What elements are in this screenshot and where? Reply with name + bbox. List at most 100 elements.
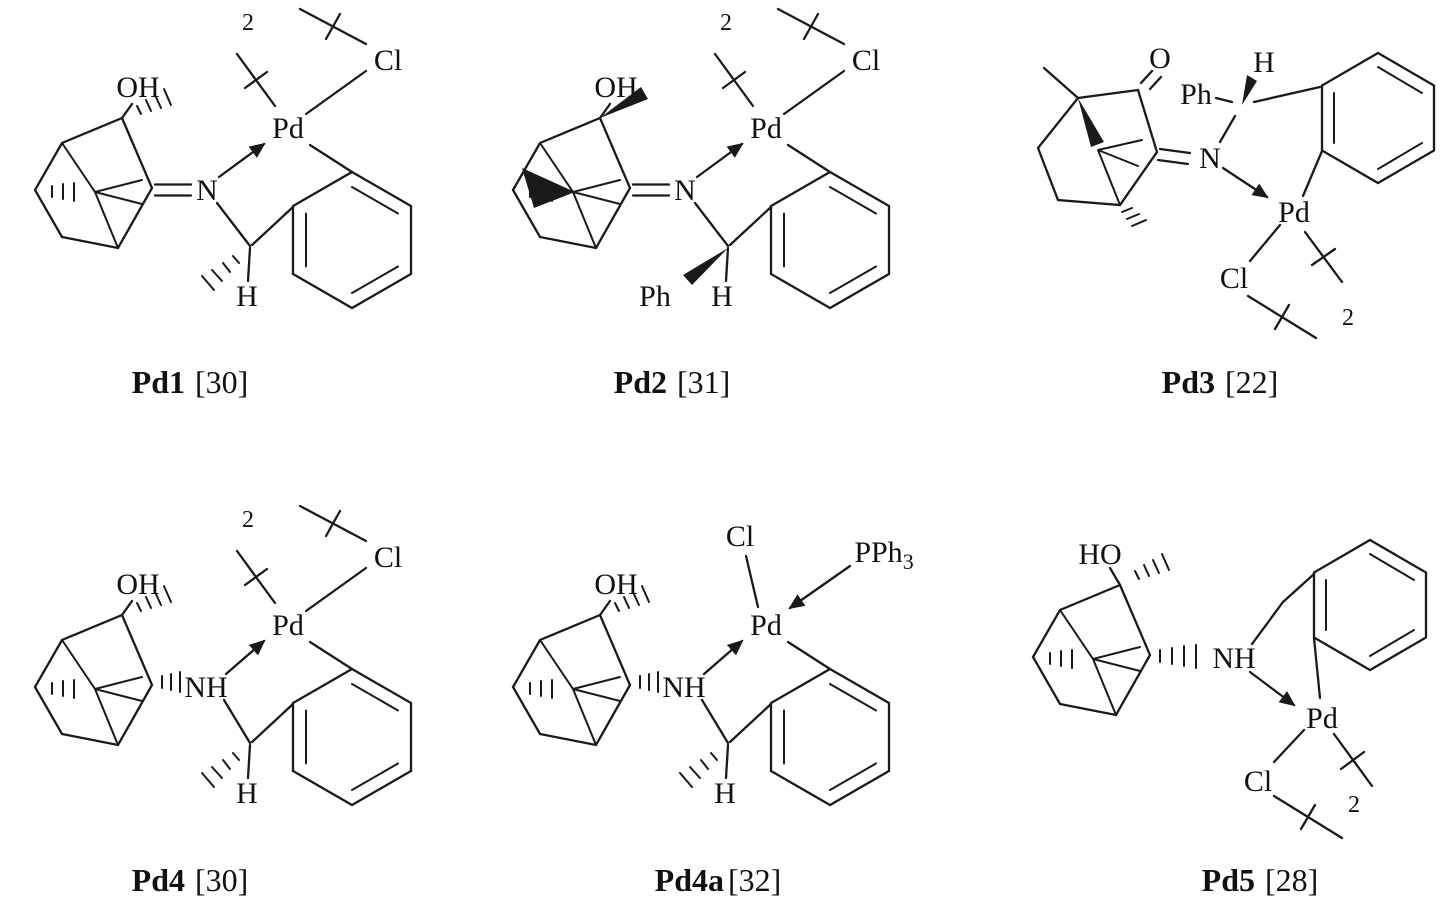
- pd2-atom-h: H: [711, 280, 733, 313]
- pd2-bonds: [511, 7, 891, 310]
- pd4-atom-nh: NH: [184, 671, 227, 704]
- pd1-atom-pd: Pd: [272, 112, 304, 145]
- pd2-caption: Pd2 [31]: [614, 364, 731, 400]
- pd4a-atom-oh: OH: [594, 568, 637, 601]
- pd3-dimer-bridge-stubs: [1246, 230, 1344, 340]
- pd1-caption-ref: [30]: [195, 364, 248, 400]
- pd5-dimer-bridge-stubs: [1272, 732, 1374, 840]
- pd4a-pph3-main: PPh: [854, 536, 902, 569]
- pd5-caption-ref: [28]: [1265, 862, 1318, 898]
- pd4a-atom-pd: Pd: [750, 609, 782, 642]
- pd4-atom-pd: Pd: [272, 609, 304, 642]
- pd4-caption-name: Pd4: [132, 862, 185, 898]
- pd4a-dative-arrow: [702, 639, 744, 676]
- pd4a-phosphine-arrow: [788, 564, 852, 610]
- pd1-methyl-hash-wedge: [136, 88, 172, 115]
- pd2-atom-pd: Pd: [750, 112, 782, 145]
- pd3-caption: Pd3 [22]: [1162, 364, 1279, 400]
- pd5-bonds: [1031, 538, 1428, 840]
- pd2-imine-double-bond: [631, 183, 671, 197]
- pd4a-caption-ref: [32]: [728, 862, 781, 898]
- pd4a-benzene-ring: [769, 667, 891, 807]
- pd2-caption-ref: [31]: [677, 364, 730, 400]
- pd3-atom-ph: Ph: [1180, 78, 1212, 111]
- pd5-amine-hash-wedge: [1159, 644, 1197, 669]
- pd4a-atom-cl: Cl: [726, 520, 754, 553]
- pd3-h-bold-wedge: [1242, 75, 1257, 105]
- pd4a-pph3-subscript: 3: [903, 549, 914, 574]
- pd3-atom-cl: Cl: [1220, 262, 1248, 295]
- pd1-atom-cl: Cl: [374, 44, 402, 77]
- pd4-atom-oh: OH: [116, 568, 159, 601]
- pd3-dative-arrow: [1221, 166, 1269, 199]
- pd3-bonds: [1036, 51, 1436, 340]
- pd3-ketone-double-bond: [1139, 69, 1163, 91]
- pd2-ph-bold-wedge: [683, 248, 728, 285]
- pd4-bonds: [33, 504, 413, 807]
- pd2-dative-arrow: [695, 142, 744, 179]
- pd2-benzene-ring: [769, 170, 891, 310]
- pd1-bonds: [33, 7, 413, 310]
- pd3-structure: O Ph H N Pd Cl 2 Pd3[22]: [1036, 42, 1436, 400]
- pd4a-bonds: [511, 554, 891, 807]
- pd1-atom-h: H: [236, 280, 258, 313]
- pd3-atom-h: H: [1253, 46, 1275, 79]
- pd2-bridge-bold-wedge: [522, 168, 575, 208]
- pd5-atom-nh: NH: [1212, 642, 1255, 675]
- pd4-caption: Pd4 [30]: [132, 862, 249, 898]
- pd2-atom-oh: OH: [594, 71, 637, 104]
- pd5-methyl-hash-wedge: [1134, 553, 1170, 580]
- pd4a-methyl-hash-wedge: [614, 585, 650, 612]
- pd5-dative-arrow: [1248, 670, 1296, 707]
- pd1-atom-oh: OH: [116, 71, 159, 104]
- pd2-dimer-subscript: 2: [720, 10, 732, 36]
- pd2-atom-n: N: [674, 174, 696, 207]
- pd4-caption-ref: [30]: [195, 862, 248, 898]
- pd4-pd-cl-bond: [304, 566, 368, 613]
- pd2-caption-name: Pd2: [614, 364, 667, 400]
- pd1-imine-double-bond: [153, 183, 193, 197]
- pd5-pd-cl-bond: [1272, 728, 1306, 764]
- pd1-pd-cl-bond: [304, 69, 368, 116]
- pd3-atom-n: N: [1199, 142, 1221, 175]
- pd4-atom-h: H: [236, 777, 258, 810]
- pd3-dimer-subscript: 2: [1342, 305, 1354, 331]
- pd3-caption-name: Pd3: [1162, 364, 1215, 400]
- pd1-structure: OH 2 Cl Pd N H Pd1[30]: [33, 7, 413, 400]
- pd5-atom-ho: HO: [1078, 538, 1121, 571]
- pd4-ch-methyl-hash-wedge: [201, 752, 240, 788]
- pd3-imine-double-bond: [1156, 147, 1192, 166]
- pd5-atom-pd: Pd: [1306, 702, 1338, 735]
- pd2-atom-ph: Ph: [639, 280, 671, 313]
- pd3-bridge-bold-wedge: [1078, 98, 1104, 147]
- pd3-pd-cl-bond: [1248, 223, 1282, 263]
- pd1-dimer-subscript: 2: [242, 10, 254, 36]
- pd4a-atom-nh: NH: [662, 671, 705, 704]
- pd1-dative-arrow: [217, 142, 266, 179]
- pd1-ch-methyl-hash-wedge: [201, 255, 240, 291]
- pd4a-caption-name: Pd4a: [655, 862, 724, 898]
- pd4a-atom-pph3: PPh3: [854, 536, 913, 574]
- pd1-atom-n: N: [196, 174, 218, 207]
- pd1-dimer-bridge-stubs: [235, 7, 368, 108]
- pd3-atom-o: O: [1149, 42, 1171, 75]
- pd4a-ch-methyl-hash-wedge: [679, 752, 718, 788]
- pd1-benzene-ring: [291, 170, 413, 310]
- pd3-caption-ref: [22]: [1225, 364, 1278, 400]
- pd4-methyl-hash-wedge: [136, 585, 172, 612]
- pd5-benzene-ring: [1312, 538, 1428, 672]
- pd5-caption: Pd5[28]: [1202, 862, 1319, 898]
- pd4a-structure: OH Cl PPh3 Pd NH H Pd4a[32]: [511, 520, 914, 898]
- pd5-dimer-subscript: 2: [1348, 792, 1360, 818]
- pd5-structure: HO NH Pd Cl 2 Pd5[28]: [1031, 538, 1428, 898]
- pd4-atom-cl: Cl: [374, 541, 402, 574]
- pd4-dimer-bridge-stubs: [235, 504, 368, 605]
- pd2-pd-cl-bond: [782, 69, 846, 116]
- pd3-benzene-ring: [1320, 51, 1436, 185]
- pd2-structure: OH 2 Cl Pd N Ph H Pd2[31]: [511, 7, 891, 400]
- pd4-benzene-ring: [291, 667, 413, 807]
- pd2-dimer-bridge-stubs: [713, 7, 846, 108]
- pd4a-caption: Pd4a[32]: [655, 862, 782, 898]
